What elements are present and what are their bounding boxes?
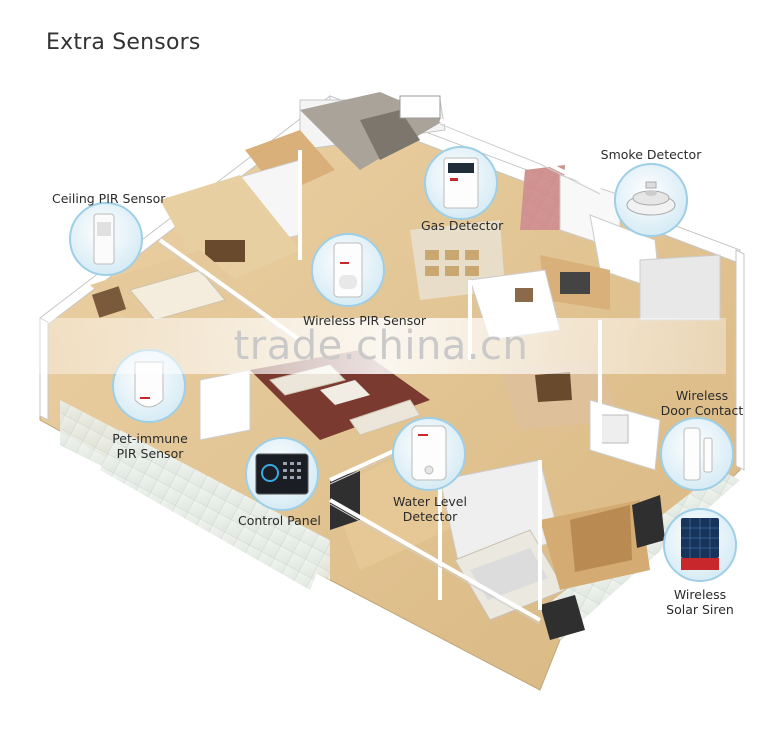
smoke-detector-label: Smoke Detector <box>600 147 702 162</box>
watermark: trade.china.cn <box>36 318 726 374</box>
water-level-detector-label: Water Level Detector <box>380 494 480 524</box>
right-rooms <box>469 269 661 471</box>
pet-immune-label-line1: Pet-immune <box>112 431 188 446</box>
control-panel-label: Control Panel <box>238 513 321 528</box>
pet-immune-label-line2: PIR Sensor <box>116 446 184 461</box>
wall-edges <box>159 123 601 625</box>
door-contact-icon <box>660 417 734 491</box>
water-level-label-line2: Detector <box>402 509 458 524</box>
control-panel-icon <box>245 437 319 511</box>
gas-detector-icon <box>424 146 498 220</box>
watermark-text: trade.china.cn <box>233 323 529 369</box>
door-contact-label-line1: Wireless <box>675 388 729 403</box>
water-level-label-line1: Water Level <box>393 494 467 509</box>
page-title: Extra Sensors <box>46 30 201 55</box>
gas-detector-label: Gas Detector <box>421 218 504 233</box>
smoke-detector-icon <box>614 163 688 237</box>
solar-siren-icon <box>663 508 737 582</box>
pet-immune-pir-sensor-label: Pet-immune PIR Sensor <box>100 431 200 461</box>
solar-siren-label-line2: Solar Siren <box>666 602 734 617</box>
wireless-pir-sensor-label: Wireless PIR Sensor <box>303 313 427 328</box>
solar-siren-label: Wireless Solar Siren <box>650 587 750 617</box>
ceiling-pir-sensor-label: Ceiling PIR Sensor <box>52 191 166 206</box>
wireless-pir-sensor-icon <box>311 233 385 307</box>
ceiling-pir-sensor-icon <box>69 202 143 276</box>
upper-rooms <box>160 92 721 321</box>
door-contact-label: Wireless Door Contact <box>652 388 752 418</box>
door-contact-label-line2: Door Contact <box>660 403 744 418</box>
solar-siren-label-line1: Wireless <box>673 587 727 602</box>
water-level-detector-icon <box>392 417 466 491</box>
bedroom-left <box>90 250 260 340</box>
